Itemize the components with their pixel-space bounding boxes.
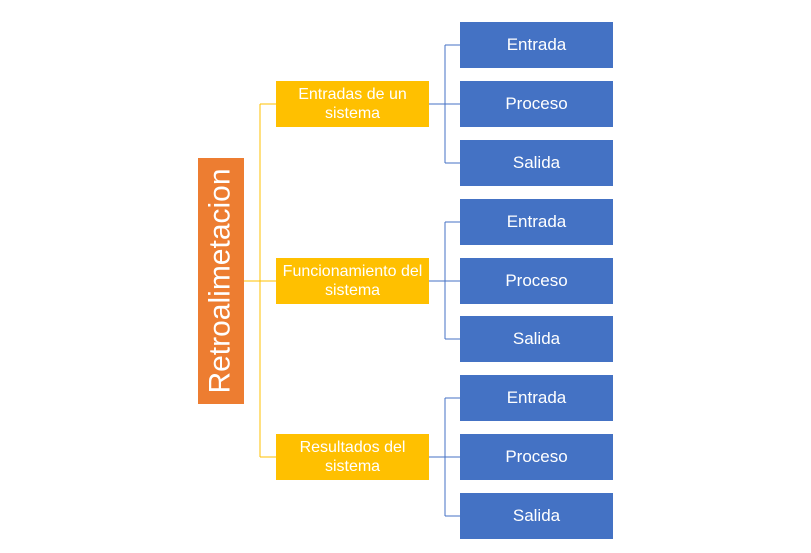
leaf-node-entrada: Entrada — [460, 199, 613, 245]
leaf-node-label: Proceso — [505, 94, 568, 113]
branch-node-label: Resultados del sistema — [299, 439, 406, 475]
branch-node-label: Entradas de un sistema — [298, 86, 407, 122]
leaf-node-proceso: Proceso — [460, 81, 613, 127]
branch-node-resultados: Resultados del sistema — [276, 434, 429, 480]
leaf-node-salida: Salida — [460, 316, 613, 362]
root-node: Retroalimetacion — [198, 158, 244, 404]
leaf-node-label: Salida — [512, 506, 561, 525]
leaf-node-entrada: Entrada — [460, 22, 613, 68]
leaf-node-label: Proceso — [505, 271, 568, 290]
branch-node-entradas: Entradas de un sistema — [276, 81, 429, 127]
leaf-node-label: Entrada — [506, 212, 567, 231]
branch-node-funcionamiento: Funcionamiento del sistema — [276, 258, 429, 304]
leaf-node-proceso: Proceso — [460, 258, 613, 304]
leaf-node-label: Salida — [512, 153, 561, 172]
leaf-node-label: Proceso — [505, 447, 568, 466]
leaf-node-proceso: Proceso — [460, 434, 613, 480]
root-node-label: Retroalimetacion — [204, 168, 238, 394]
leaf-node-label: Entrada — [506, 388, 567, 407]
leaf-node-entrada: Entrada — [460, 375, 613, 421]
leaf-node-salida: Salida — [460, 140, 613, 186]
leaf-node-label: Salida — [512, 329, 561, 348]
leaf-node-salida: Salida — [460, 493, 613, 539]
branch-node-label: Funcionamiento del sistema — [282, 263, 423, 299]
leaf-node-label: Entrada — [506, 35, 567, 54]
